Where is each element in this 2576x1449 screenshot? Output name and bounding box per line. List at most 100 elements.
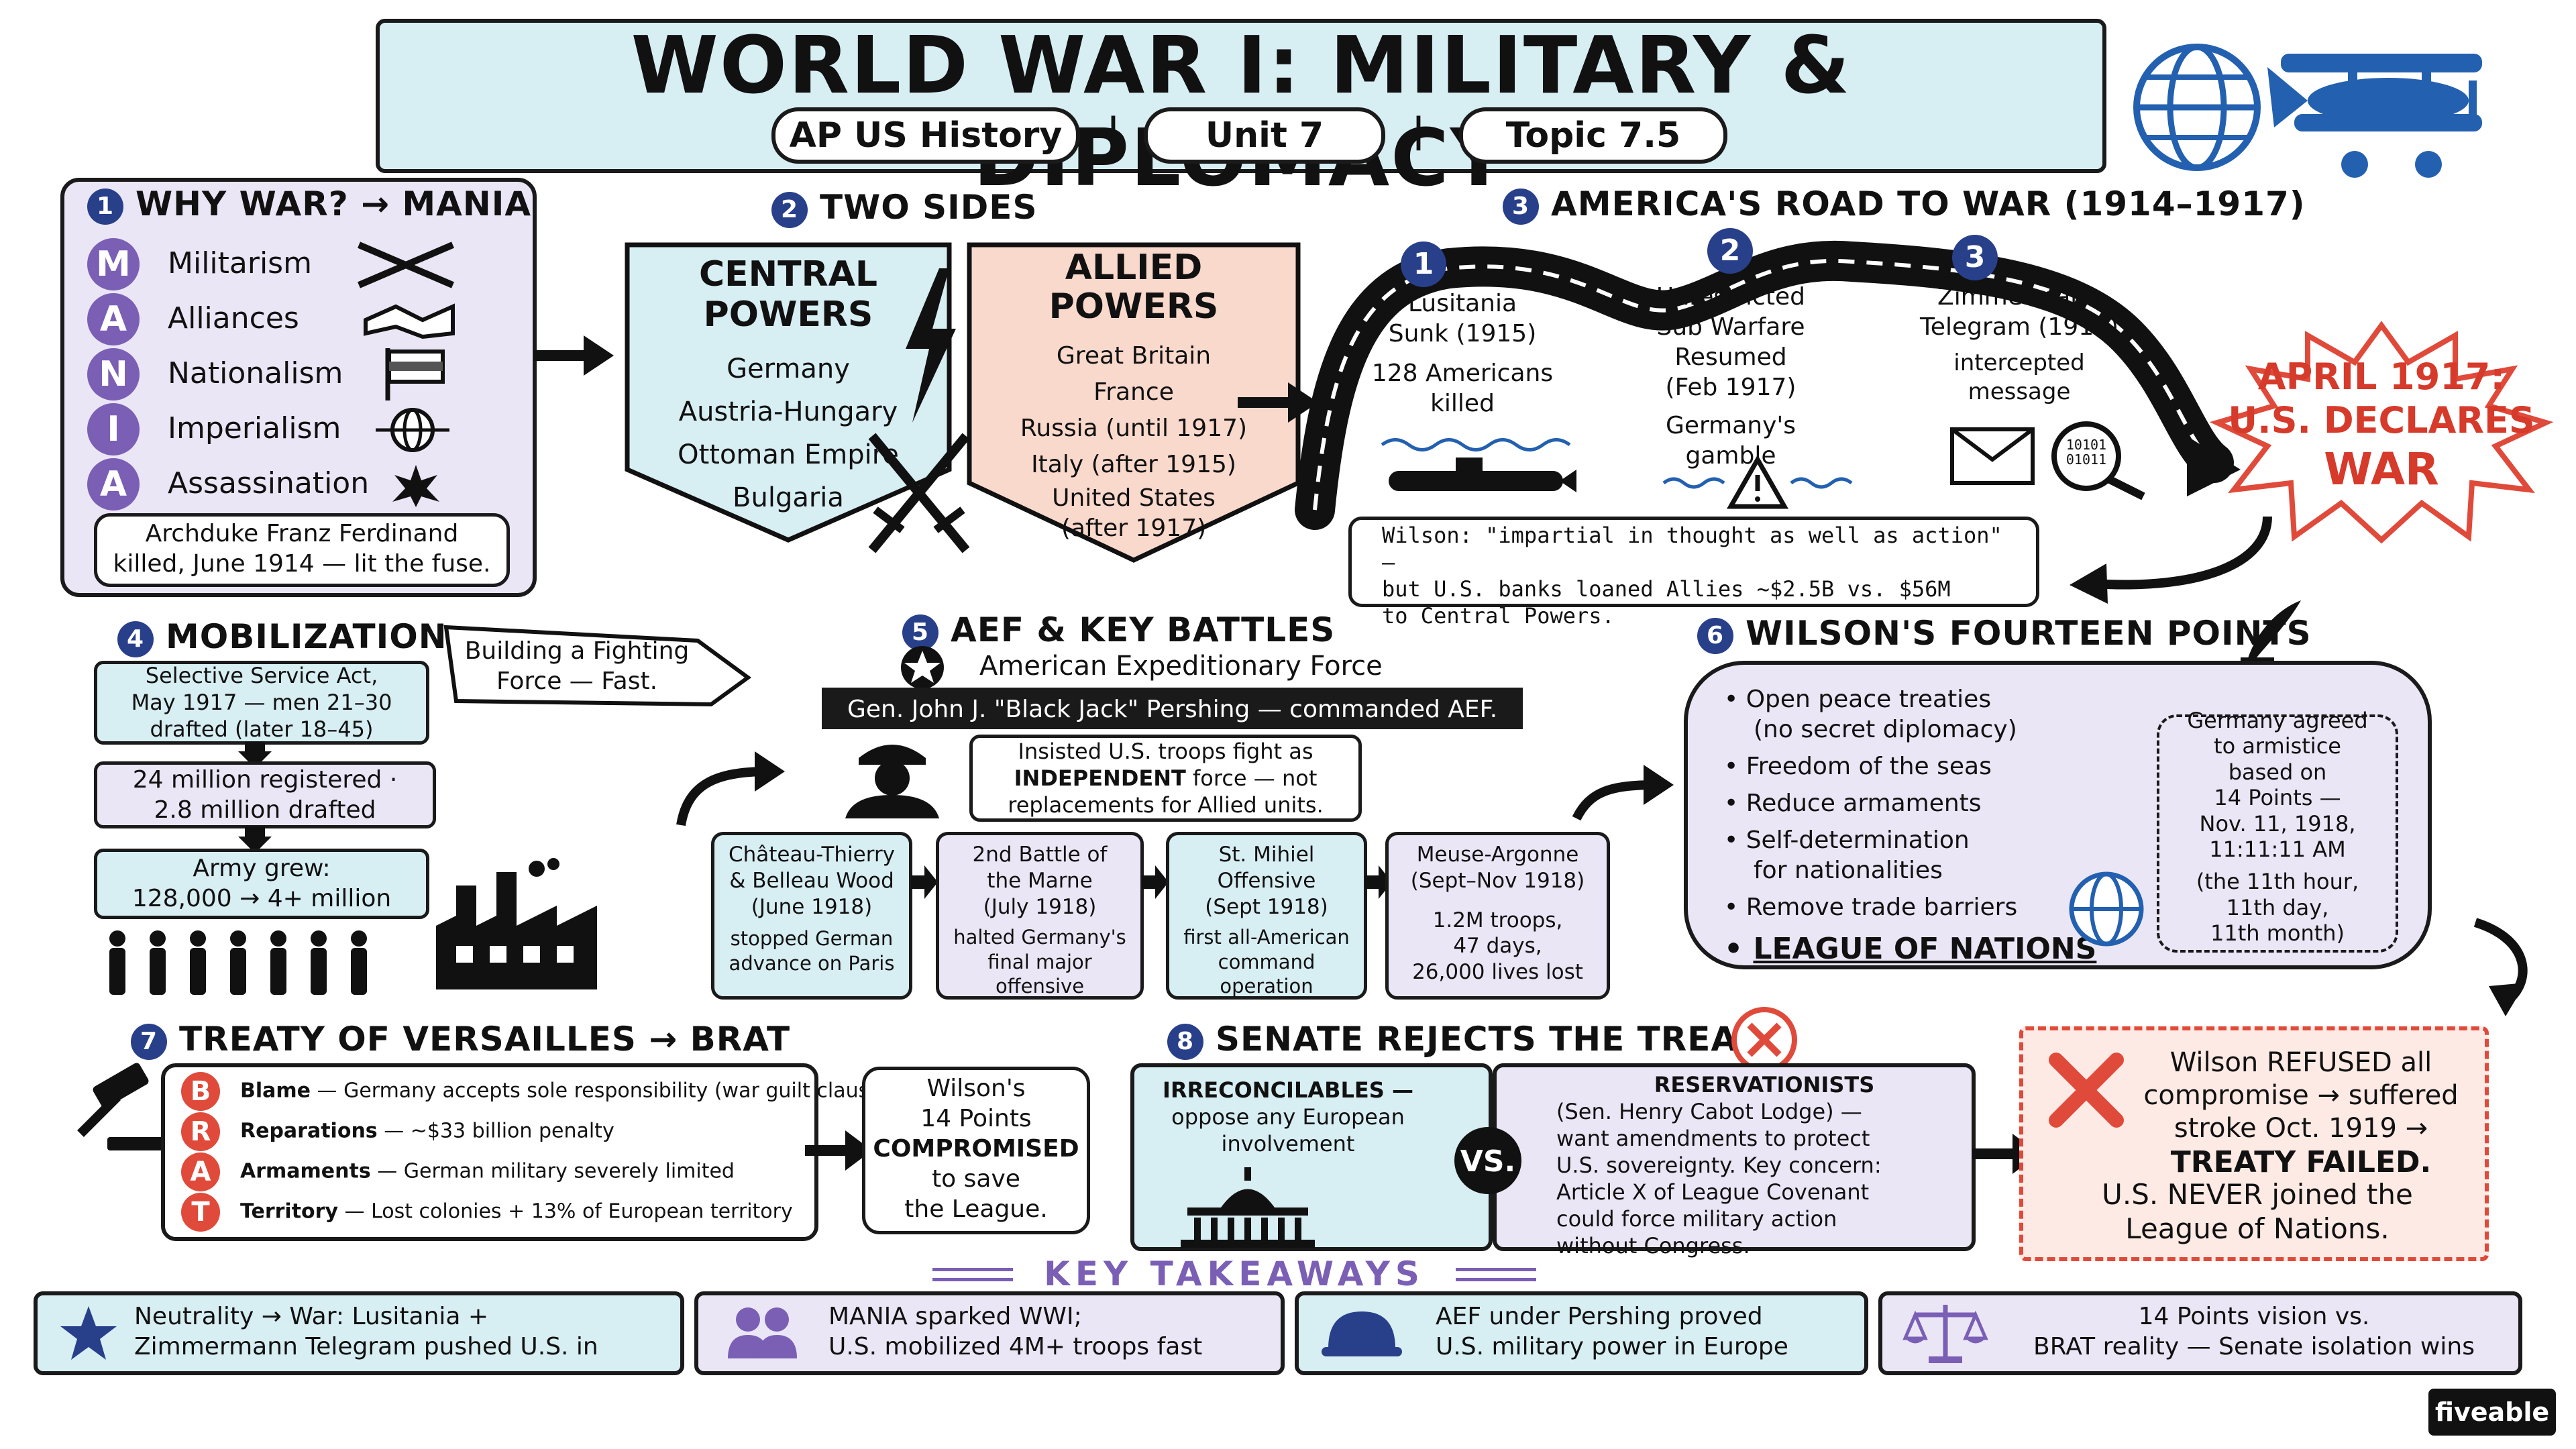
armistice-line: (the 11th hour, bbox=[2196, 869, 2359, 895]
note-line: Archduke Franz Ferdinand bbox=[145, 520, 459, 547]
brat-letter: A bbox=[181, 1152, 220, 1191]
curved-arrow-icon bbox=[2070, 516, 2272, 604]
brat-term: Reparations bbox=[240, 1119, 378, 1143]
armistice-line: Germany agreed bbox=[2187, 708, 2368, 733]
takeaway-line: 14 Points vision vs. bbox=[2138, 1303, 2370, 1330]
independent-force-quote bbox=[969, 735, 1362, 822]
declare-line: APRIL 1917: bbox=[2257, 356, 2506, 398]
soldiers-icon bbox=[109, 930, 367, 995]
brat-desc: — Lost colonies + 13% of European territ… bbox=[338, 1199, 793, 1224]
magnifier-icon bbox=[2051, 421, 2145, 500]
mania-word: Militarism bbox=[168, 246, 312, 280]
arrow-icon bbox=[911, 865, 938, 899]
central-member: Bulgaria bbox=[733, 482, 844, 513]
res-line: without Congress. bbox=[1556, 1233, 1750, 1258]
mobil-line: Army grew: bbox=[193, 855, 331, 882]
point-line: Open peace treaties bbox=[1746, 686, 1992, 713]
central-title: POWERS bbox=[703, 294, 873, 335]
res-line: U.S. sovereignty. Key concern: bbox=[1556, 1152, 1882, 1178]
crossed-swords-icon bbox=[868, 433, 970, 553]
section-heading: WHY WAR? → MANIA bbox=[136, 184, 532, 223]
explosion-icon bbox=[392, 465, 439, 507]
army-growth-text: Army grew: 128,000 → 4+ million bbox=[94, 853, 429, 914]
res-line: Article X of League Covenant bbox=[1556, 1179, 1870, 1205]
section-number: 7 bbox=[131, 1023, 167, 1060]
allied-member: (after 1917) bbox=[1061, 515, 1207, 543]
globe-icon bbox=[2133, 44, 2261, 171]
mania-item: M Militarism bbox=[67, 238, 537, 290]
takeaway-card bbox=[34, 1291, 684, 1375]
irreconcilables-text: IRRECONCILABLES — oppose any European in… bbox=[1130, 1077, 1446, 1157]
treaty-failed-box bbox=[2019, 1026, 2489, 1261]
waves-icon bbox=[1381, 438, 1571, 451]
armistice-divider bbox=[2157, 714, 2398, 953]
envelope-icon bbox=[1950, 427, 2035, 485]
assassination-note-text: Archduke Franz Ferdinand killed, June 19… bbox=[94, 519, 510, 579]
battle-line: & Belleau Wood bbox=[729, 868, 894, 893]
section-number: 1 bbox=[87, 188, 123, 225]
mobil-line: Selective Service Act, bbox=[145, 663, 378, 688]
compromise-line: COMPROMISED bbox=[873, 1135, 1079, 1163]
central-member: Germany bbox=[727, 353, 850, 384]
league-item: • LEAGUE OF NATIONS bbox=[1724, 932, 2097, 966]
takeaway-text: 14 Points vision vs. BRAT reality — Sena… bbox=[1999, 1301, 2509, 1362]
general-silhouette-icon bbox=[845, 745, 939, 818]
battle-line: first all-American bbox=[1183, 926, 1350, 949]
compromise-line: Wilson's bbox=[926, 1075, 1026, 1102]
armistice-line: Nov. 11, 1918, bbox=[2199, 810, 2356, 837]
mania-word: Nationalism bbox=[168, 356, 343, 390]
event-line: Telegram (1917) bbox=[1919, 313, 2119, 341]
event-line: Sunk (1915) bbox=[1388, 320, 1537, 347]
battle-card: Château-Thierry & Belleau Wood (June 191… bbox=[711, 832, 912, 1000]
arrow-icon bbox=[1142, 865, 1169, 899]
mobil-line: 2.8 million drafted bbox=[154, 796, 376, 824]
section-number: 4 bbox=[117, 621, 154, 657]
central-member: Ottoman Empire bbox=[678, 439, 899, 470]
helmet-icon bbox=[1322, 1311, 1402, 1356]
battle-line: 1.2M troops, bbox=[1432, 908, 1563, 932]
takeaway-line: U.S. military power in Europe bbox=[1436, 1333, 1788, 1360]
brat-letter: B bbox=[181, 1072, 220, 1111]
note-line: killed, June 1914 — lit the fuse. bbox=[113, 550, 491, 578]
battle-card: 2nd Battle of the Marne (July 1918) halt… bbox=[936, 832, 1144, 1000]
globe-arrows-icon bbox=[376, 408, 449, 452]
mania-word: Imperialism bbox=[168, 411, 341, 445]
selective-service-text: Selective Service Act, May 1917 — men 21… bbox=[94, 662, 429, 743]
mania-letter: A bbox=[87, 293, 140, 345]
arrow-icon bbox=[1238, 382, 1318, 423]
quote-emphasis: INDEPENDENT bbox=[1014, 765, 1186, 791]
note-line: to Central Powers. bbox=[1382, 603, 1615, 629]
allied-member: United States bbox=[1052, 484, 1216, 513]
quill-icon bbox=[2241, 600, 2301, 667]
brat-desc: — Germany accepts sole responsibility (w… bbox=[311, 1079, 890, 1103]
battle-line: Château-Thierry bbox=[728, 843, 896, 867]
event-line: Sub Warfare bbox=[1656, 313, 1805, 341]
event-zimmermann: Zimmermann Telegram (1917) intercepted m… bbox=[1905, 282, 2133, 406]
irreconcilables-box bbox=[1130, 1063, 1493, 1251]
point-item: • Remove trade barriers bbox=[1724, 894, 2018, 921]
mania-letter: N bbox=[87, 348, 140, 400]
point-line: (no secret diplomacy) bbox=[1754, 716, 2017, 743]
compromise-line: 14 Points bbox=[920, 1105, 1032, 1132]
irr-line: IRRECONCILABLES — bbox=[1163, 1077, 1413, 1103]
armistice-line: 11th day, bbox=[2226, 894, 2329, 920]
section-heading: TREATY OF VERSAILLES → BRAT bbox=[179, 1020, 791, 1059]
ribbon-banner-text: Building a Fighting Force — Fast. bbox=[449, 636, 704, 696]
wilson-neutrality-text: Wilson: "impartial in thought as well as… bbox=[1382, 522, 2026, 629]
treaty-failed-text: Wilson REFUSED all compromise → suffered… bbox=[2120, 1046, 2482, 1181]
point-item: • Self-determination bbox=[1724, 826, 1970, 854]
curved-arrow-icon bbox=[676, 751, 785, 826]
factory-icon bbox=[436, 858, 597, 989]
res-line: want amendments to protect bbox=[1556, 1126, 1870, 1151]
battle-line: advance on Paris bbox=[729, 951, 895, 975]
irr-line: involvement bbox=[1221, 1131, 1355, 1157]
brat-term: Armaments bbox=[240, 1159, 371, 1183]
allied-title: ALLIED bbox=[1065, 248, 1203, 288]
section1-title: 1 WHY WAR? → MANIA bbox=[87, 184, 531, 225]
point-line: Self-determination bbox=[1746, 826, 1970, 854]
independent-force-text: Insisted U.S. troops fight as INDEPENDEN… bbox=[969, 738, 1362, 818]
takeaway-text: MANIA sparked WWI; U.S. mobilized 4M+ tr… bbox=[828, 1301, 1278, 1362]
event-line: Unrestricted bbox=[1656, 283, 1805, 311]
